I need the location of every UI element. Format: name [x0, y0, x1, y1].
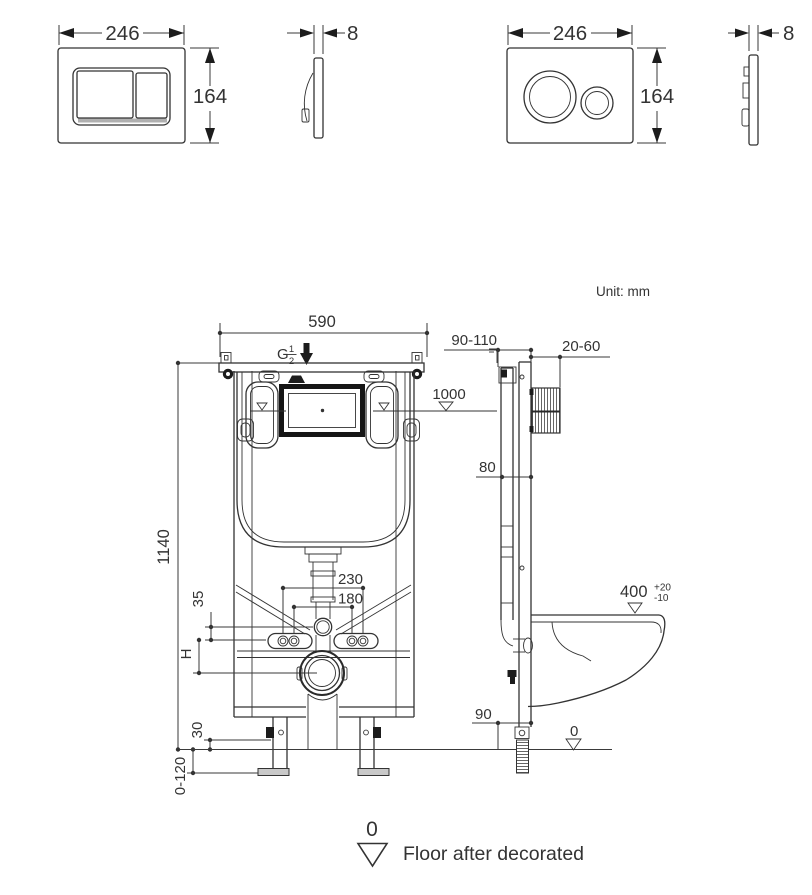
floor-level-icon [565, 738, 582, 751]
plate-round-front-view: 246 164 [506, 22, 674, 144]
level-mark-icon [627, 602, 643, 614]
rail-tab [403, 418, 420, 442]
leg-bolt [266, 727, 274, 738]
plate-small-button [580, 86, 614, 120]
arrow-right-icon [617, 28, 632, 38]
offset-dim: 35 [190, 591, 207, 608]
frame-side-view: 90-110 20-60 80 90 400 +20 -10 0 [444, 332, 671, 774]
flush-bend [313, 617, 333, 637]
bowl-tol-plus: +20 [654, 583, 671, 594]
bolt-outer-dim: 230 [338, 571, 363, 588]
upper-dim: 80 [479, 459, 496, 476]
plate-rect-front-view: 246 164 [57, 22, 227, 144]
frame-front-view: 590 1140 G 1 2 [155, 313, 612, 795]
bowl-bolt [507, 670, 517, 677]
unit-label: Unit: mm [596, 284, 650, 299]
plate-rect-height-dim: 164 [193, 85, 227, 108]
inlet-valve [498, 366, 517, 384]
plate-round-width-dim: 246 [553, 22, 587, 45]
plate-round-side-view: 8 [728, 22, 794, 146]
floor-legend: 0 Floor after decorated [356, 818, 584, 868]
rail-tab [237, 418, 254, 442]
arrow-left-icon [323, 28, 337, 38]
arrow-right-icon [169, 28, 184, 38]
outlet-height-dim: 90 [475, 706, 492, 723]
level-1000-dim: 1000 [432, 386, 465, 403]
wall-bracket [489, 348, 498, 363]
frame-width-dim: 590 [308, 313, 336, 331]
arrow-left-icon [758, 28, 772, 38]
leg-adjuster [514, 726, 530, 739]
arrow-right-icon [300, 28, 314, 38]
bowl-outline [527, 614, 666, 708]
inlet-frac-den: 2 [289, 356, 294, 367]
plate-clip [743, 66, 750, 77]
plate-rect-side-view: 8 [287, 22, 358, 139]
outlet-connector [523, 637, 533, 654]
plate-clip [741, 108, 750, 127]
height-var-dim: H [178, 649, 195, 660]
plate-rect-small-button [135, 72, 168, 119]
plate-rect-body [57, 47, 186, 144]
drain-flange [299, 650, 345, 696]
side-foot [516, 739, 529, 774]
level-mark-icon [438, 401, 454, 412]
inlet-frac-num: 1 [289, 344, 294, 355]
legend-zero: 0 [366, 818, 378, 841]
legend-caption: Floor after decorated [403, 843, 584, 865]
plate-round-height-dim: 164 [640, 85, 674, 108]
wall-finish-dim: 20-60 [562, 338, 600, 355]
bowl-tol-minus: -10 [654, 593, 669, 604]
foot-plate [257, 768, 290, 776]
mounting-bracket [333, 632, 379, 650]
plate-rect-width-dim: 246 [105, 22, 139, 45]
plate-round-body [506, 47, 634, 144]
arrow-left-icon [59, 28, 74, 38]
depth-dim: 90-110 [451, 332, 497, 349]
plate-rect-big-button [76, 70, 134, 119]
cistern-bracket [245, 381, 279, 449]
wall-hook [220, 352, 232, 364]
water-level-icon [256, 402, 268, 411]
floor-level-icon [356, 842, 389, 868]
frame-height-dim: 1140 [155, 529, 173, 564]
water-level-icon [378, 402, 390, 411]
bowl-height-dim: 400 [620, 583, 648, 601]
arrow-left-icon [508, 28, 523, 38]
arrow-right-icon [735, 28, 749, 38]
plate-rect-profile [313, 57, 324, 139]
foot-plate [357, 768, 390, 776]
arrow-up-icon [652, 48, 662, 63]
mounting-bracket [267, 632, 313, 650]
plate-rect-thickness-dim: 8 [347, 22, 358, 45]
wall-hook [411, 352, 423, 364]
drain-ear [341, 666, 348, 681]
inlet-thread-label: G [277, 346, 289, 363]
inlet-arrow-icon [300, 353, 313, 365]
leg-range-dim: 0-120 [172, 757, 189, 795]
bowl-outline [650, 621, 662, 634]
plate-big-button [523, 70, 577, 124]
cistern-bracket [365, 381, 399, 449]
floor-zero-dim: 0 [570, 723, 578, 740]
bolt-inner-dim: 180 [338, 591, 363, 608]
plate-round-thickness-dim: 8 [783, 22, 794, 45]
leg-bolt [373, 727, 381, 738]
plate-clip-lever [303, 72, 314, 122]
inlet-arrow-icon [303, 343, 310, 353]
plate-clip [742, 82, 750, 99]
plate-round-profile [748, 54, 759, 146]
arrow-down-icon [205, 128, 215, 143]
drain-ear [296, 666, 303, 681]
frame-top-bar [218, 362, 425, 373]
arrow-down-icon [652, 128, 662, 143]
arrow-up-icon [205, 48, 215, 63]
base-dim: 30 [189, 722, 206, 739]
service-cap [288, 375, 305, 383]
